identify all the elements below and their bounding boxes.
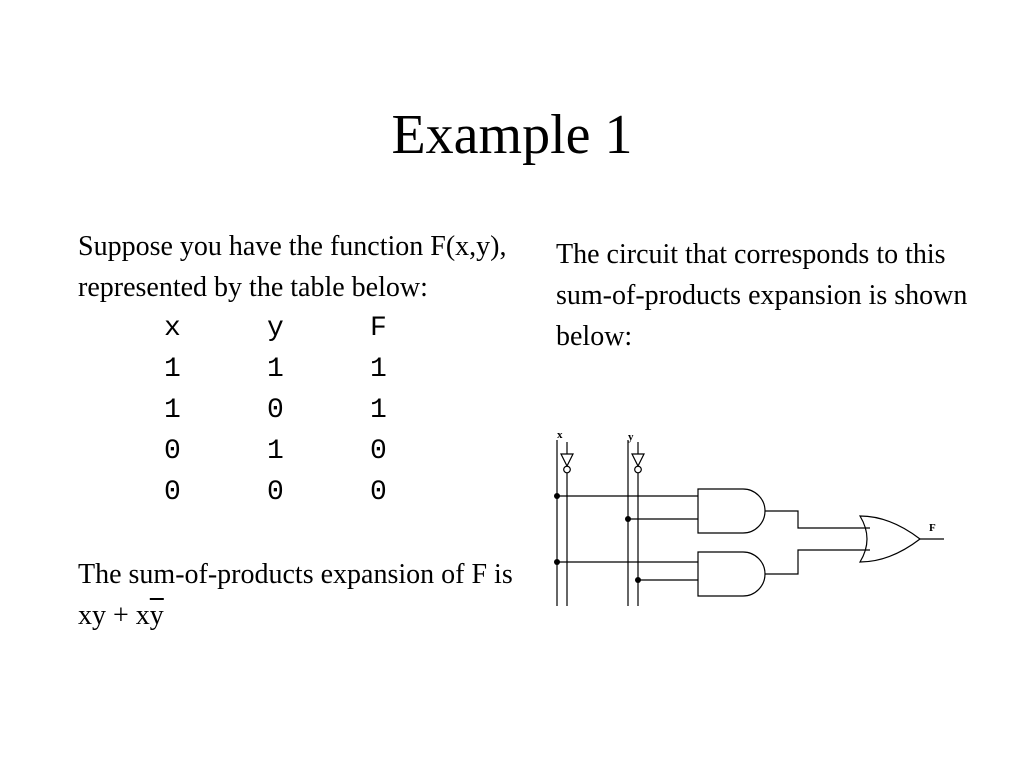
header-f: F bbox=[370, 313, 387, 344]
table-row: 0 0 0 bbox=[164, 472, 473, 513]
sop-complement-y: y bbox=[149, 600, 164, 631]
left-column: Suppose you have the function F(x,y), re… bbox=[78, 226, 518, 636]
truth-table-header-row: x y F bbox=[164, 308, 473, 349]
table-row: 1 0 1 bbox=[164, 390, 473, 431]
or-gate-icon bbox=[858, 515, 921, 563]
table-row: 1 1 1 bbox=[164, 349, 473, 390]
table-cell: 1 bbox=[267, 436, 284, 467]
header-x: x bbox=[164, 313, 181, 344]
table-cell: 0 bbox=[267, 395, 284, 426]
input-x-label: x bbox=[557, 429, 563, 441]
table-cell: 1 bbox=[164, 354, 181, 385]
right-column: The circuit that corresponds to this sum… bbox=[556, 239, 968, 352]
sop-prefix: The sum-of-products expansion of F is xy… bbox=[78, 559, 513, 631]
slide-title: Example 1 bbox=[391, 104, 633, 166]
intro-text: Suppose you have the function F(x,y), re… bbox=[78, 231, 507, 303]
truth-table: x y F 1 1 1 1 0 1 0 1 0 0 0 bbox=[164, 308, 473, 513]
sop-expansion-text: The sum-of-products expansion of F is xy… bbox=[78, 554, 518, 636]
table-cell: 0 bbox=[370, 436, 387, 467]
and-gate-2-icon bbox=[697, 551, 766, 597]
header-y: y bbox=[267, 313, 284, 344]
table-cell: 0 bbox=[267, 477, 284, 508]
table-row: 0 1 0 bbox=[164, 431, 473, 472]
x-inverter-icon bbox=[560, 442, 574, 606]
table-cell: 0 bbox=[370, 477, 387, 508]
and-gate-1-icon bbox=[697, 488, 766, 534]
table-cell: 1 bbox=[370, 395, 387, 426]
logic-circuit-diagram: x y F bbox=[554, 429, 944, 606]
output-f-label: F bbox=[929, 522, 936, 534]
table-cell: 1 bbox=[267, 354, 284, 385]
table-cell: 1 bbox=[164, 395, 181, 426]
table-cell: 0 bbox=[164, 477, 181, 508]
input-y-label: y bbox=[628, 431, 634, 443]
table-cell: 0 bbox=[164, 436, 181, 467]
table-cell: 1 bbox=[370, 354, 387, 385]
y-inverter-icon bbox=[631, 442, 645, 606]
